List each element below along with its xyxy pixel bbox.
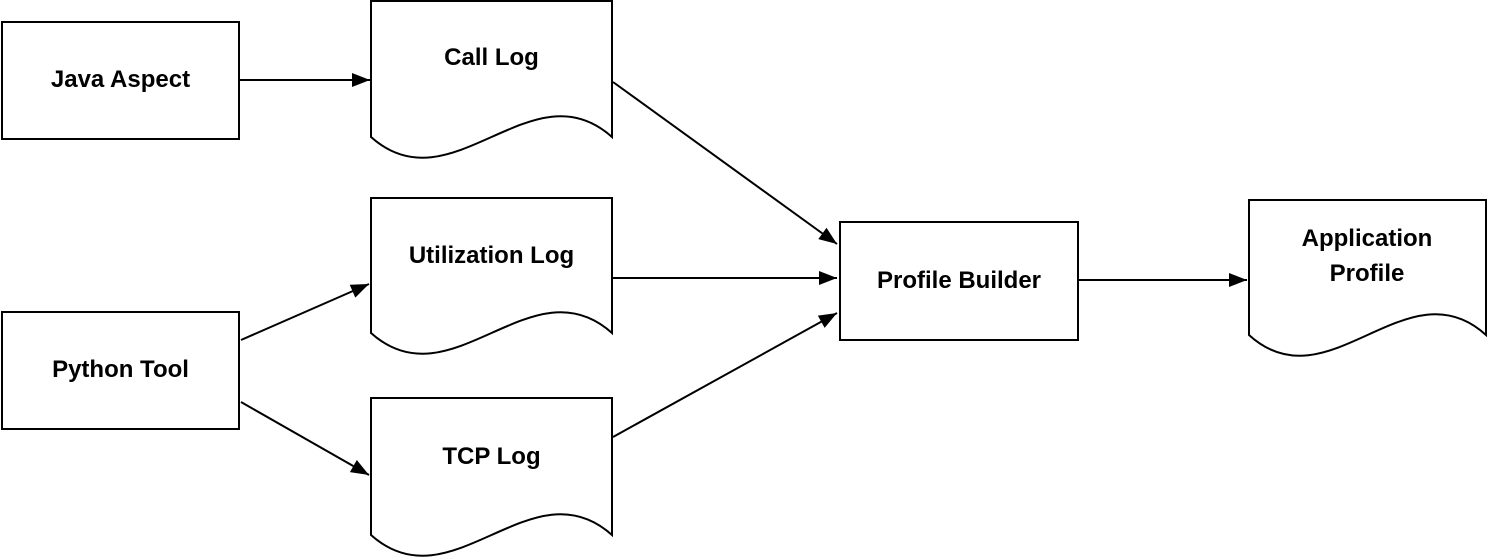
edge-call-log-to-profile-builder <box>612 81 838 245</box>
node-utilization-log-shape <box>370 197 613 355</box>
node-profile-builder: Profile Builder <box>839 221 1079 341</box>
node-profile-builder-label: Profile Builder <box>876 266 1042 294</box>
edge-python-tool-to-tcp-log <box>240 401 370 476</box>
edge-python-tool-to-utilization-log <box>240 283 370 341</box>
node-application-profile-shape <box>1248 199 1487 357</box>
node-java-aspect-label: Java Aspect <box>50 66 191 94</box>
edge-tcp-log-to-profile-builder <box>612 312 838 438</box>
node-java-aspect: Java Aspect <box>1 21 240 140</box>
node-tcp-log-shape <box>370 397 613 557</box>
node-python-tool: Python Tool <box>1 311 240 430</box>
node-python-tool-label: Python Tool <box>52 356 189 384</box>
node-call-log-shape <box>370 0 613 159</box>
